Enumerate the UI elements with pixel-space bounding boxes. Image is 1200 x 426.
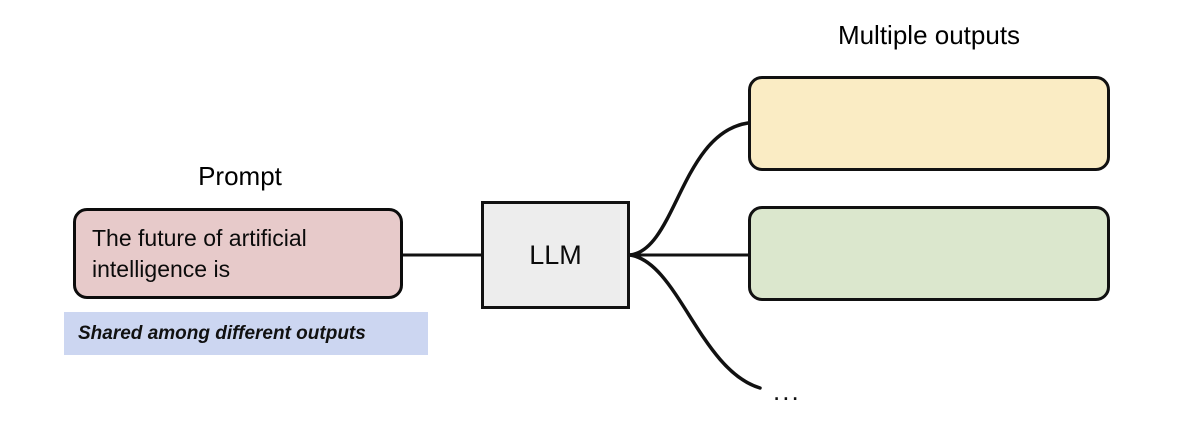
- output-box-2[interactable]: [748, 206, 1110, 301]
- connector-llm-to-more: [628, 253, 762, 390]
- shared-note-banner: Shared among different outputs: [64, 312, 428, 355]
- prompt-text: The future of artificial intelligence is: [92, 225, 307, 282]
- prompt-box[interactable]: The future of artificial intelligence is: [73, 208, 403, 299]
- connector-llm-to-output-1: [628, 121, 750, 257]
- llm-node-label: LLM: [529, 239, 582, 270]
- llm-node[interactable]: LLM: [481, 201, 630, 309]
- more-outputs-ellipsis: ...: [773, 376, 801, 406]
- shared-note-text: Shared among different outputs: [78, 322, 366, 344]
- output-box-1[interactable]: [748, 76, 1110, 171]
- prompt-label: Prompt: [198, 161, 282, 191]
- outputs-label: Multiple outputs: [837, 20, 1021, 50]
